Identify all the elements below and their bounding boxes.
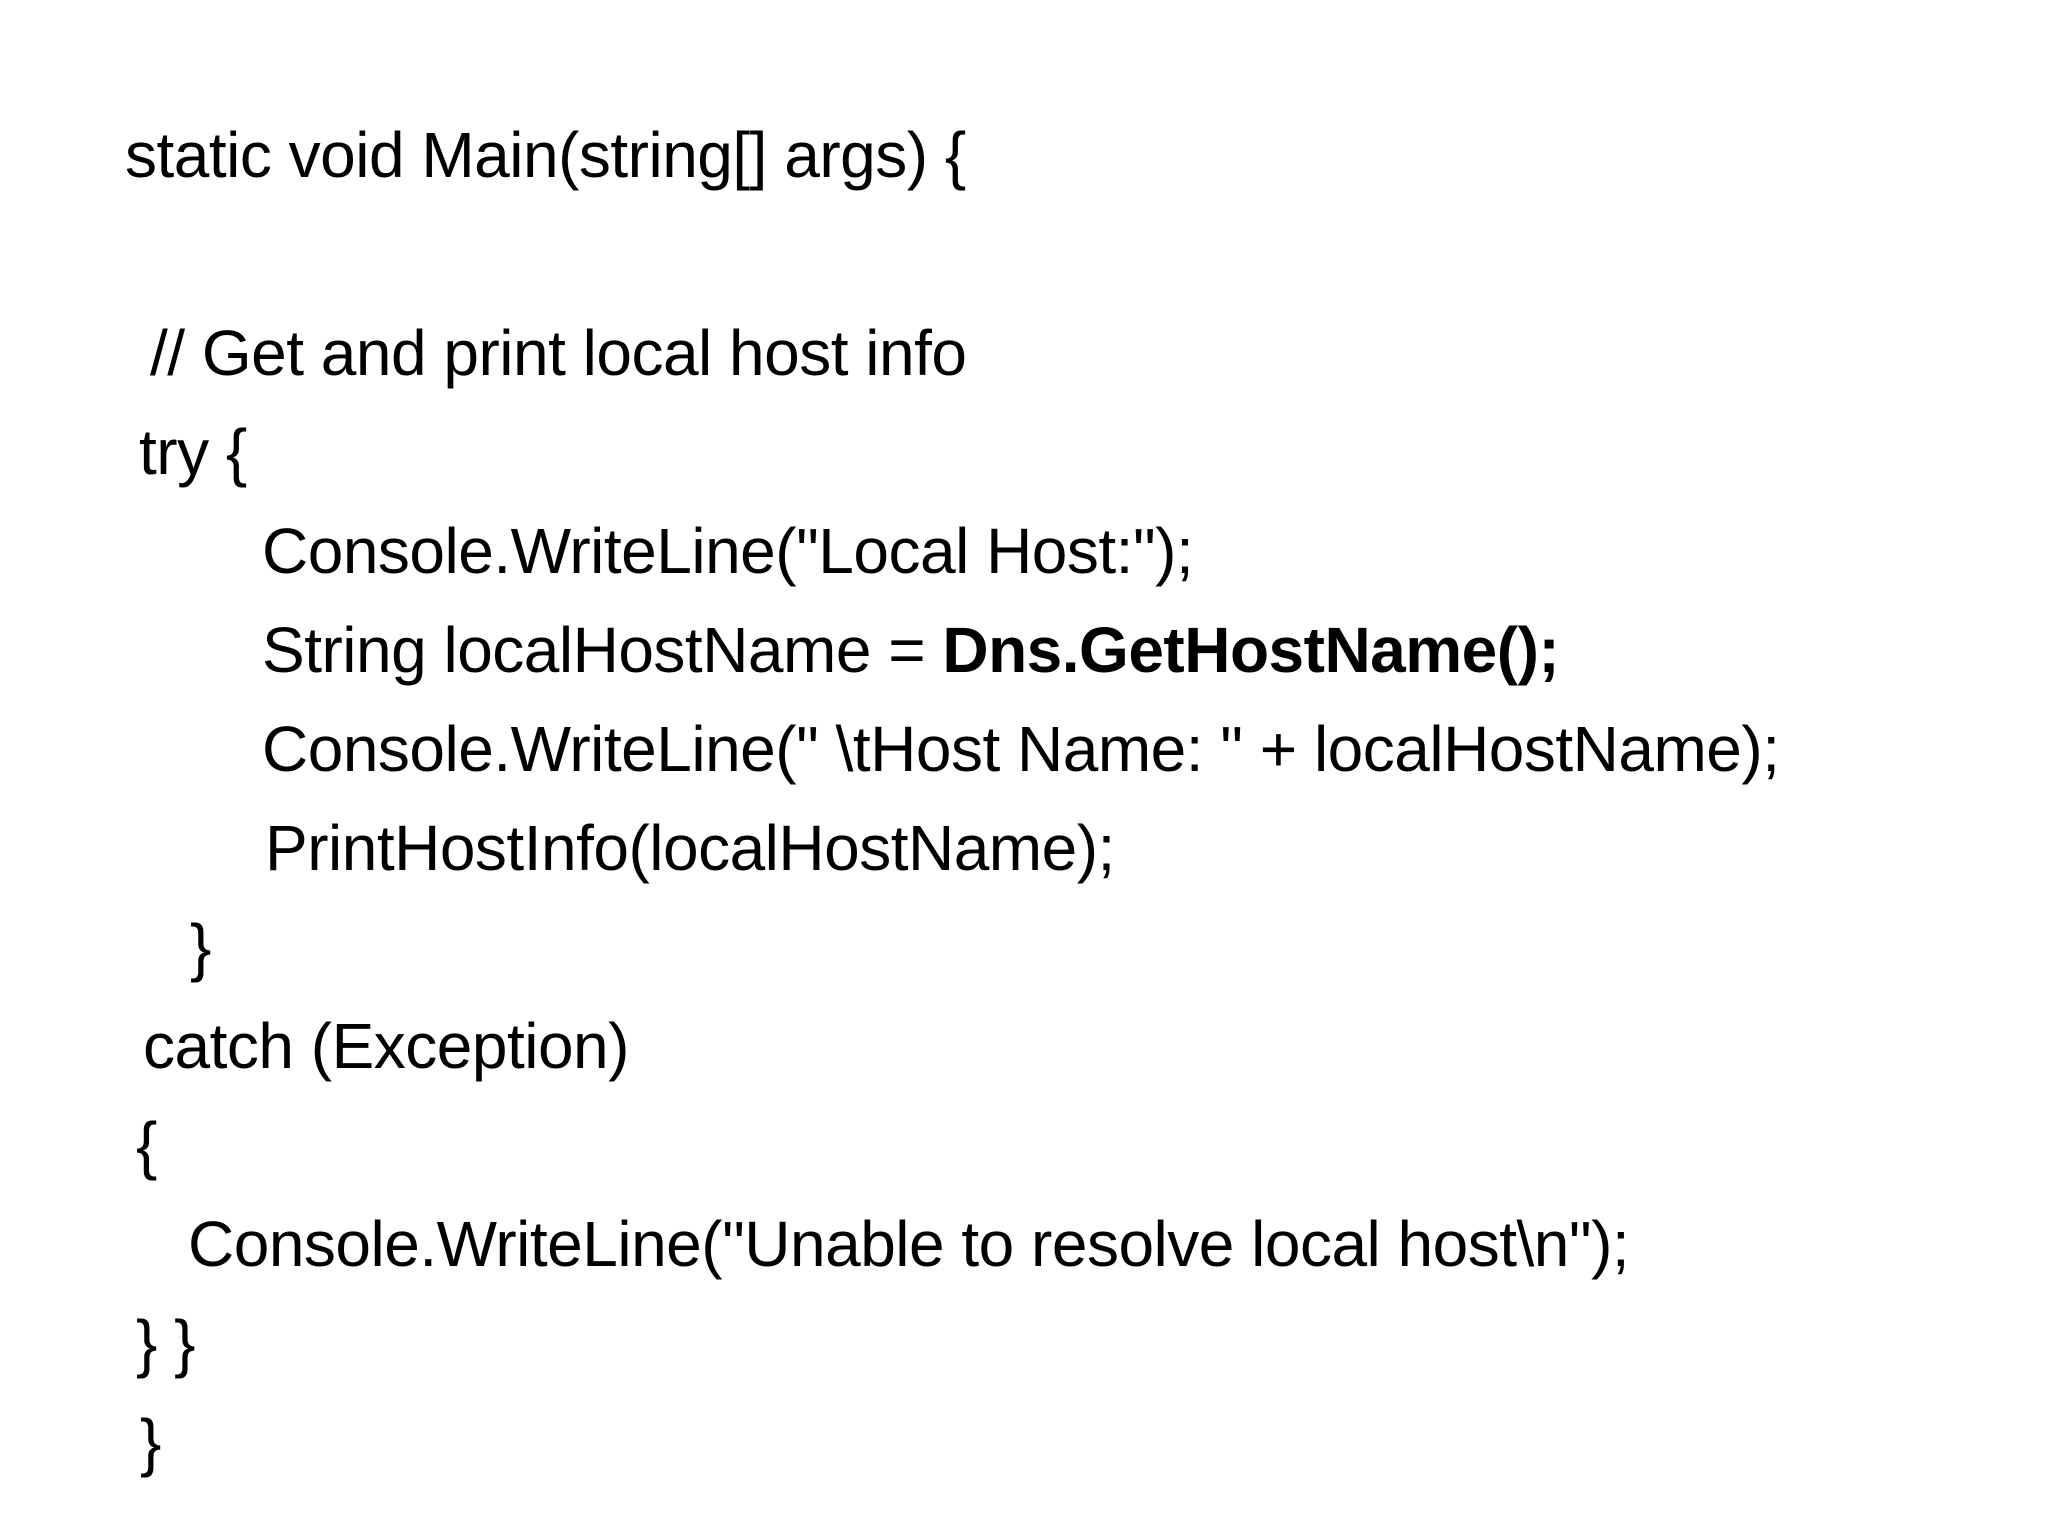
code-segment: } <box>140 1406 161 1478</box>
code-segment: } } <box>136 1307 196 1379</box>
code-line-9: } <box>0 898 2048 997</box>
code-segment: Console.WriteLine("Unable to resolve loc… <box>188 1208 1630 1280</box>
code-line-11: { <box>0 1096 2048 1195</box>
code-segment: { <box>136 1109 157 1181</box>
code-line-7: Console.WriteLine(" \tHost Name: " + loc… <box>0 700 2048 799</box>
code-line-6: String localHostName = Dns.GetHostName()… <box>0 601 2048 700</box>
code-segment: // Get and print local host info <box>150 317 967 389</box>
code-segment: Console.WriteLine(" \tHost Name: " + loc… <box>262 713 1780 785</box>
code-line-14: } <box>0 1393 2048 1492</box>
code-segment: try { <box>139 416 247 488</box>
code-line-3: // Get and print local host info <box>0 304 2048 403</box>
code-line-5: Console.WriteLine("Local Host:"); <box>0 502 2048 601</box>
code-line-4: try { <box>0 403 2048 502</box>
code-segment: catch (Exception) <box>143 1010 629 1082</box>
code-line-2 <box>0 205 2048 304</box>
code-line-13: } } <box>0 1294 2048 1393</box>
code-segment: Dns.GetHostName(); <box>942 614 1560 686</box>
code-segment: static void Main(string[] args) { <box>125 119 966 191</box>
code-line-1: static void Main(string[] args) { <box>0 106 2048 205</box>
code-line-12: Console.WriteLine("Unable to resolve loc… <box>0 1195 2048 1294</box>
code-segment: Console.WriteLine("Local Host:"); <box>262 515 1194 587</box>
code-block: static void Main(string[] args) { // Get … <box>0 106 2048 1492</box>
code-segment: String localHostName = <box>262 614 943 686</box>
code-line-8: PrintHostInfo(localHostName); <box>0 799 2048 898</box>
code-segment: } <box>190 911 211 983</box>
code-segment: PrintHostInfo(localHostName); <box>265 812 1115 884</box>
code-line-10: catch (Exception) <box>0 997 2048 1096</box>
